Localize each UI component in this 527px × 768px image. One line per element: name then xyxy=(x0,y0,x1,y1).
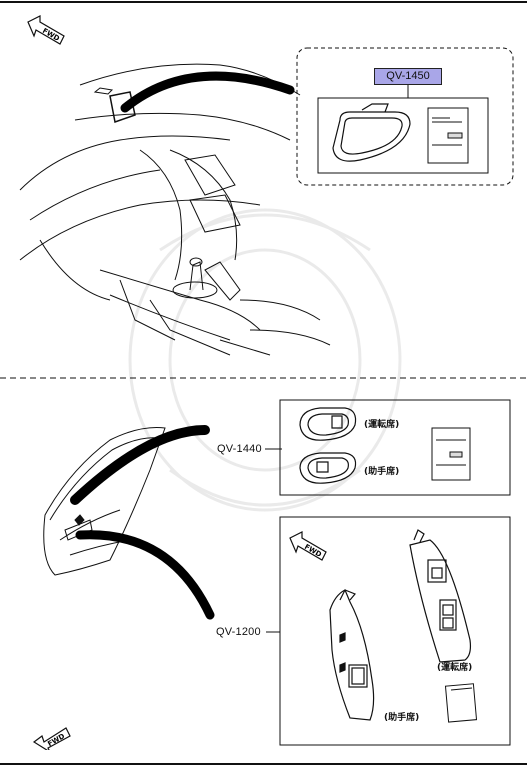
passenger-seat-label: (助手席) xyxy=(364,467,400,477)
fwd-arrow-corner: FWD xyxy=(32,716,72,750)
watermark-crest xyxy=(128,208,402,512)
part-code-switch-panel: QV-1440 xyxy=(217,443,262,455)
driver-seat-label-set: (運転席) xyxy=(437,663,473,673)
instruction-booklet xyxy=(427,107,469,164)
panel-set-box xyxy=(279,516,511,746)
switch-panel-drawings xyxy=(299,407,357,484)
booklet-small xyxy=(431,427,471,481)
part-code-panel-set: QV-1200 xyxy=(216,626,261,638)
callout-arc-door-lower xyxy=(75,530,215,620)
fwd-arrow-icon: FWD xyxy=(289,531,327,561)
fwd-arrow-icon: FWD xyxy=(32,727,71,750)
interior-dashboard-sketch xyxy=(19,63,331,356)
booklet-red xyxy=(444,683,478,723)
fwd-arrow-icon: FWD xyxy=(27,15,65,45)
mirror-cover-drawing xyxy=(332,103,411,162)
svg-text:FWD: FWD xyxy=(46,732,66,748)
driver-seat-label: (運転席) xyxy=(364,420,400,430)
callout-arc-door-upper xyxy=(70,425,210,505)
mirror-callout-box xyxy=(296,47,514,186)
passenger-seat-label-set: (助手席) xyxy=(384,713,420,723)
fwd-arrow-inset: FWD xyxy=(288,530,334,566)
svg-text:FWD: FWD xyxy=(41,27,61,43)
callout-arc-top xyxy=(120,71,295,113)
driver-panel-drawing xyxy=(409,529,472,663)
switch-panel-box xyxy=(279,399,511,496)
fwd-arrow-top: FWD xyxy=(26,14,70,50)
passenger-panel-drawing xyxy=(329,589,375,721)
svg-text:FWD: FWD xyxy=(303,543,323,559)
part-code-mirror: QV-1450 xyxy=(374,68,442,85)
